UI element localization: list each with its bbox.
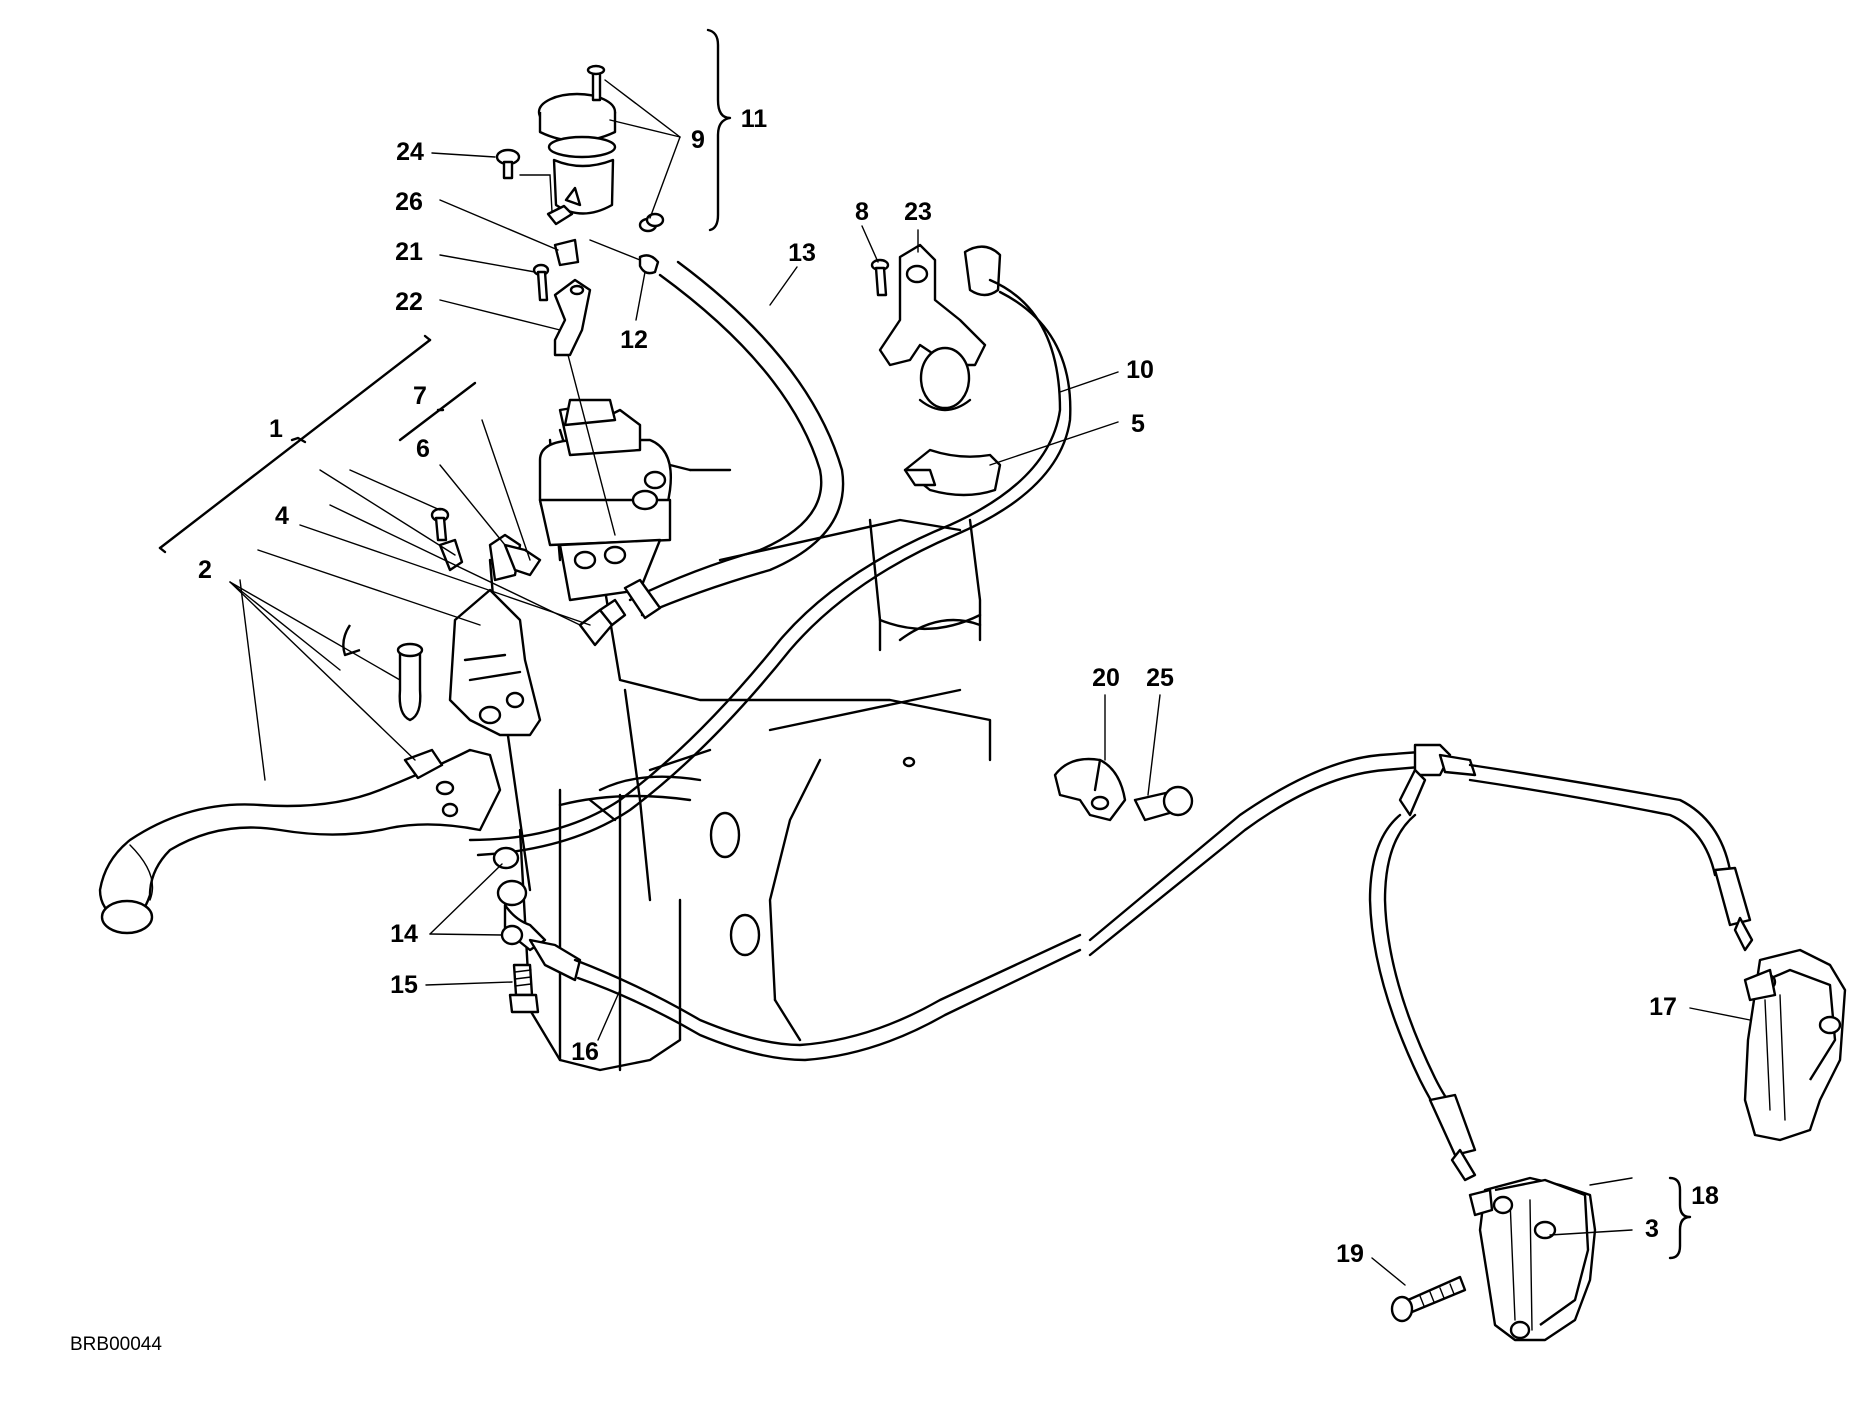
reservoir-hose-13 xyxy=(623,260,845,620)
callout-3: 3 xyxy=(1645,1215,1659,1243)
reference-code: BRB00044 xyxy=(70,1334,162,1355)
cable-10 xyxy=(468,245,1072,857)
callout-6: 6 xyxy=(416,435,430,463)
group-bracket-1 xyxy=(158,334,432,554)
screw-24 xyxy=(495,148,521,180)
bolt-19 xyxy=(1390,1275,1467,1323)
callout-25: 25 xyxy=(1146,664,1174,692)
caliper-17 xyxy=(1743,948,1847,1142)
brake-line-16 xyxy=(528,743,1754,1182)
callout-12: 12 xyxy=(620,326,648,354)
callout-11: 11 xyxy=(741,105,768,133)
hose-guide-20 xyxy=(1053,757,1127,822)
callout-1: 1 xyxy=(269,415,283,443)
hose-clip-12 xyxy=(638,254,660,275)
callout-24: 24 xyxy=(396,138,424,166)
callout-20: 20 xyxy=(1092,664,1120,692)
banjo-bolt-15 xyxy=(508,963,540,1014)
callout-9: 9 xyxy=(691,126,705,154)
callout-13: 13 xyxy=(788,239,816,267)
callout-10: 10 xyxy=(1126,356,1154,384)
callout-7: 7 xyxy=(413,382,427,410)
bolt-hole xyxy=(902,756,916,768)
grommet-26 xyxy=(553,238,580,267)
screw-8 xyxy=(870,258,890,297)
bracket-22 xyxy=(553,278,592,357)
reservoir-assembly xyxy=(537,64,665,233)
callout-15: 15 xyxy=(390,971,418,999)
callout-26: 26 xyxy=(395,188,423,216)
callout-14: 14 xyxy=(390,920,418,948)
caliper-18 xyxy=(1468,1176,1597,1342)
callout-labels: 1 2 3 4 5 6 7 8 9 10 11 12 13 14 15 16 1… xyxy=(198,105,1719,1268)
group-bracket-7 xyxy=(398,381,477,442)
callout-18: 18 xyxy=(1691,1182,1719,1210)
callout-19: 19 xyxy=(1336,1240,1364,1268)
bolt-pin-2 xyxy=(396,642,424,722)
lever-2 xyxy=(98,748,502,935)
screw-4 xyxy=(578,598,627,647)
callout-17: 17 xyxy=(1649,993,1677,1021)
switch-6 xyxy=(488,533,542,582)
callout-2: 2 xyxy=(198,556,212,584)
group-bracket-11 xyxy=(706,28,732,232)
callout-22: 22 xyxy=(395,288,423,316)
switch-housing-23 xyxy=(878,243,987,412)
leader-lines xyxy=(229,79,1751,1286)
screw-25 xyxy=(1133,785,1194,822)
callout-8: 8 xyxy=(855,198,869,226)
lever-bracket xyxy=(342,588,542,737)
screw-21 xyxy=(532,263,550,302)
washer-14-top xyxy=(492,846,520,870)
part-7 xyxy=(430,507,464,572)
callout-4: 4 xyxy=(275,502,289,530)
clip-2 xyxy=(403,748,444,780)
master-cylinder xyxy=(538,398,672,602)
group-bracket-18 xyxy=(1668,1176,1692,1260)
callout-5: 5 xyxy=(1131,410,1145,438)
banjo-fitting xyxy=(496,879,547,952)
clamp-5 xyxy=(903,448,1002,497)
callout-16: 16 xyxy=(571,1038,599,1066)
washer-14-bottom xyxy=(500,924,524,946)
callout-21: 21 xyxy=(395,238,423,266)
callout-23: 23 xyxy=(904,198,932,226)
